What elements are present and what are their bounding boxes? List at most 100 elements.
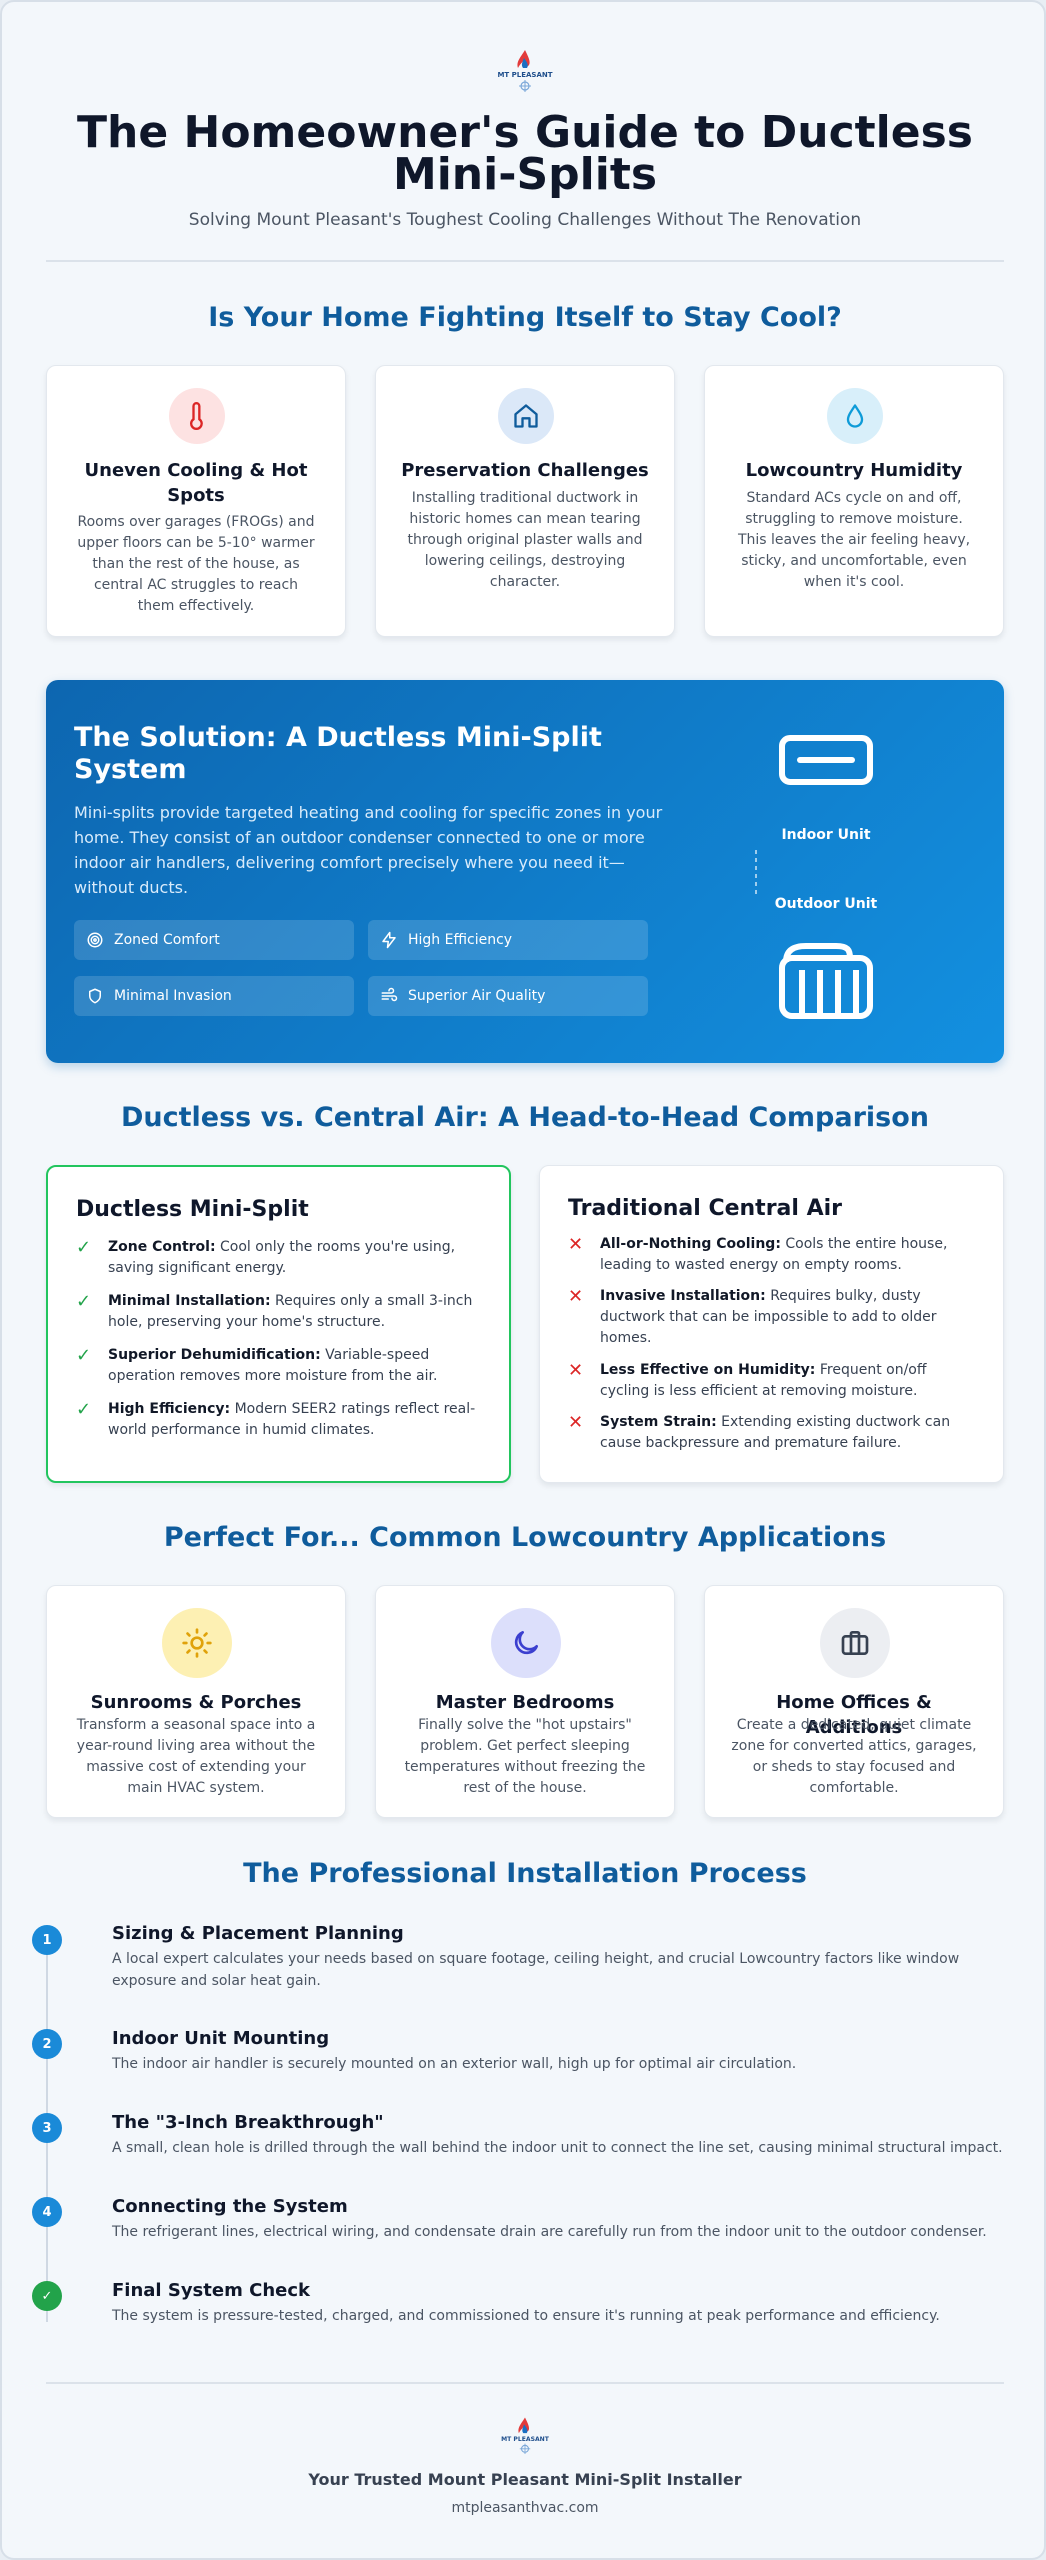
application-card: Sunrooms & Porches Transform a seasonal … [46,1585,346,1818]
sun-icon [162,1608,232,1678]
page-subtitle: Solving Mount Pleasant's Toughest Coolin… [188,210,862,230]
step-text: The refrigerant lines, electrical wiring… [112,2224,987,2240]
moon-icon [491,1608,561,1678]
process-section-title: The Professional Installation Process [243,1858,807,1889]
card-title: Uneven Cooling & Hot Spots [84,460,308,506]
comparison-item: ✕ System Strain: Extending existing duct… [568,1412,979,1454]
central-air-card: Traditional Central Air ✕ All-or-Nothing… [539,1165,1004,1483]
card-title: Preservation Challenges [401,460,649,481]
problem-card: Lowcountry Humidity Standard ACs cycle o… [704,365,1004,637]
item-label: Superior Dehumidification: [108,1347,321,1363]
logo-text: MT PLEASANT [497,71,552,79]
item-label: All-or-Nothing Cooling: [600,1236,781,1252]
item-text: Extending existing ductwork can cause ba… [600,1414,951,1451]
central-title: Traditional Central Air [568,1196,843,1221]
x-icon: ✕ [568,1412,584,1433]
comparison-item: ✕ All-or-Nothing Cooling: Cools the enti… [568,1234,979,1276]
check-icon: ✓ [76,1291,92,1312]
item-text: Requires only a small 3-inch hole, prese… [108,1293,473,1330]
feature-minimal-invasion: Minimal Invasion [74,976,354,1016]
connector-line [755,850,757,894]
x-icon: ✕ [568,1360,584,1381]
page-title: The Homeowner's Guide to Ductless Mini-S… [77,107,973,200]
card-title: Master Bedrooms [435,1692,615,1713]
applications-section-title: Perfect For... Common Lowcountry Applica… [163,1522,887,1553]
divider [46,260,1004,262]
company-logo: MT PLEASANT [497,50,553,92]
step-text: The system is pressure-tested, charged, … [112,2308,940,2324]
problem-card: Preservation Challenges Installing tradi… [375,365,675,637]
solution-text: Mini-splits provide targeted heating and… [74,803,663,897]
comparison-item: ✕ Less Effective on Humidity: Frequent o… [568,1360,979,1402]
card-text: Installing traditional ductwork in histo… [407,490,643,590]
application-card: Home Offices & Additions Create a dedica… [704,1585,1004,1818]
step-text: The indoor air handler is securely mount… [112,2056,797,2072]
problem-card: Uneven Cooling & Hot Spots Rooms over ga… [46,365,346,637]
feature-air-quality: Superior Air Quality [368,976,648,1016]
indoor-unit-label: Indoor Unit [781,827,871,843]
item-label: Minimal Installation: [108,1293,271,1309]
comparison-item: ✓ Superior Dehumidification: Variable-sp… [76,1345,485,1387]
ductless-card: Ductless Mini-Split ✓ Zone Control: Cool… [46,1165,511,1483]
step-title: Final System Check [112,2280,310,2301]
card-text: Transform a seasonal space into a year-r… [76,1717,316,1796]
item-text: Variable-speed operation removes more mo… [108,1347,438,1384]
thermometer-icon [169,388,225,444]
item-label: Zone Control: [108,1239,216,1255]
card-text: Create a dedicated, quiet climate zone f… [731,1717,977,1796]
item-text: Cool only the rooms you're using, saving… [108,1239,456,1276]
check-icon: ✓ [76,1345,92,1366]
solution-banner: The Solution: A Ductless Mini-Split Syst… [46,680,1004,1063]
footer-logo: MT PLEASANT [501,2417,550,2454]
feature-label: Minimal Invasion [114,988,232,1004]
lightning-icon [382,931,396,949]
comparison-section-title: Ductless vs. Central Air: A Head-to-Head… [120,1102,930,1133]
card-text: Standard ACs cycle on and off, strugglin… [737,490,971,590]
footer-url-link[interactable]: mtpleasanthvac.com [451,2500,599,2516]
comparison-item: ✓ Minimal Installation: Requires only a … [76,1291,485,1333]
check-icon: ✓ [76,1399,92,1420]
indoor-unit-icon [779,735,873,785]
step-check-icon: ✓ [32,2281,62,2311]
card-text: Rooms over garages (FROGs) and upper flo… [77,514,315,614]
droplet-icon [827,388,883,444]
step-text: A local expert calculates your needs bas… [112,1951,960,1989]
item-text: Requires bulky, dusty ductwork that can … [600,1288,937,1346]
shield-icon [89,988,101,1004]
item-label: System Strain: [600,1414,717,1430]
house-icon [498,388,554,444]
item-label: Less Effective on Humidity: [600,1362,816,1378]
divider [46,2382,1004,2384]
card-text: Finally solve the "hot upstairs" problem… [404,1717,646,1796]
step-title: Indoor Unit Mounting [112,2028,330,2049]
step-title: The "3-Inch Breakthrough" [112,2112,384,2133]
application-card: Master Bedrooms Finally solve the "hot u… [375,1585,675,1818]
wind-icon [381,987,398,1002]
briefcase-icon [820,1608,890,1678]
feature-zoned-comfort: Zoned Comfort [74,920,354,960]
card-title: Home Offices & Additions [776,1692,932,1738]
target-icon [87,932,103,948]
outdoor-unit-label: Outdoor Unit [774,896,878,912]
feature-label: Superior Air Quality [408,988,546,1004]
feature-label: High Efficiency [408,932,513,948]
item-label: High Efficiency: [108,1401,231,1417]
x-icon: ✕ [568,1286,584,1307]
item-text: Modern SEER2 ratings reflect real-world … [108,1401,476,1438]
step-number: 3 [32,2113,62,2143]
feature-high-efficiency: High Efficiency [368,920,648,960]
logo-text: MT PLEASANT [501,2436,550,2443]
card-title: Sunrooms & Porches [90,1692,302,1713]
step-title: Connecting the System [112,2196,348,2217]
item-text: Frequent on/off cycling is less efficien… [600,1362,927,1399]
step-text: A small, clean hole is drilled through t… [112,2140,1003,2156]
step-title: Sizing & Placement Planning [112,1923,404,1944]
feature-label: Zoned Comfort [114,932,220,948]
step-number: 1 [32,1925,62,1955]
footer-title: Your Trusted Mount Pleasant Mini-Split I… [308,2470,742,2489]
x-icon: ✕ [568,1234,584,1255]
outdoor-unit-icon [779,943,873,1019]
item-label: Invasive Installation: [600,1288,766,1304]
card-title: Lowcountry Humidity [745,460,963,481]
